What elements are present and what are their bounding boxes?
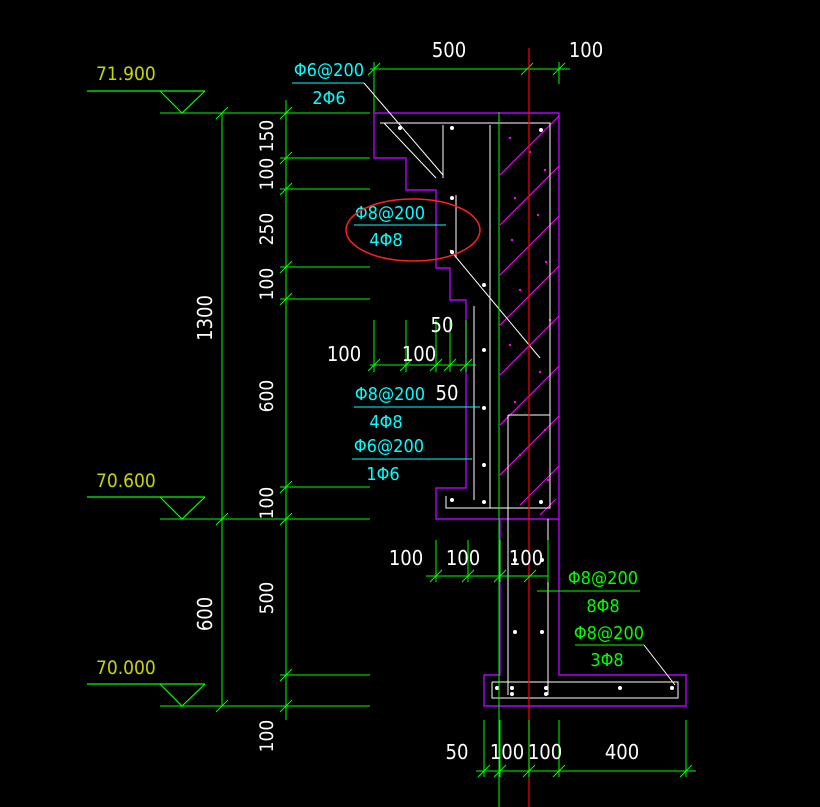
elevation-bottom-label: 70.000 — [96, 657, 156, 679]
rebar-note-5-bot: 8Φ8 — [586, 596, 619, 617]
elevation-marker-bottom — [87, 683, 206, 707]
dim-150: 150 — [256, 120, 278, 153]
rebar-note-3-bot: 4Φ8 — [369, 412, 402, 433]
dim-lower: 600 — [193, 597, 217, 631]
dim-100-a: 100 — [256, 158, 278, 191]
rebar-note-4-top: Φ6@200 — [354, 436, 424, 457]
dim-upper-total: 1300 — [193, 295, 217, 341]
rebar-note-3-top: Φ8@200 — [355, 384, 425, 405]
mid-dim-100-b: 100 — [402, 342, 436, 366]
dim-500: 500 — [256, 582, 278, 615]
bottom-dim-50: 50 — [446, 740, 469, 764]
lower-dim-100-b: 100 — [446, 546, 480, 570]
lower-dim-lines — [426, 540, 549, 583]
rebar-note-6: Φ8@200 3Φ8 — [574, 623, 676, 686]
rebar-note-2: Φ8@200 4Φ8 — [345, 198, 481, 262]
rebar-note-4: Φ6@200 1Φ6 — [352, 436, 472, 485]
top-dim-100: 100 — [569, 38, 603, 62]
rebar-note-1: Φ6@200 2Φ6 — [292, 60, 444, 176]
dim-250: 250 — [256, 213, 278, 246]
bottom-dim-400: 400 — [605, 740, 639, 764]
dim-600: 600 — [256, 380, 278, 413]
mid-dim-100-a: 100 — [327, 342, 361, 366]
rebar-note-6-bot: 3Φ8 — [590, 650, 623, 671]
elevation-marker-top — [87, 90, 206, 114]
rebar-note-4-bot: 1Φ6 — [366, 464, 399, 485]
rebar-note-3: Φ8@200 4Φ8 — [354, 384, 480, 433]
rebar-note-6-top: Φ8@200 — [574, 623, 644, 644]
lower-dim-100-c: 100 — [509, 546, 543, 570]
rebar-note-1-top: Φ6@200 — [294, 60, 364, 81]
rebar-note-1-bot: 2Φ6 — [312, 88, 345, 109]
highlight-circle — [345, 198, 481, 262]
rebar-note-5-top: Φ8@200 — [568, 568, 638, 589]
bottom-dim-100-b: 100 — [528, 740, 562, 764]
outer-vertical-dim-lines — [215, 106, 229, 713]
rebar-note-2-bot: 4Φ8 — [369, 230, 402, 251]
mid-dim-50-b: 50 — [436, 381, 459, 405]
rebar-note-5: Φ8@200 8Φ8 — [537, 568, 640, 617]
extension-lines — [160, 112, 370, 707]
dim-100-c: 100 — [256, 487, 278, 520]
inner-vertical-dim-lines — [279, 100, 293, 720]
elevation-top-label: 71.900 — [96, 63, 156, 85]
wall-outline — [373, 112, 687, 707]
rebar-note-2-top: Φ8@200 — [355, 203, 425, 224]
rebar-dots — [398, 126, 674, 696]
bottom-dim-100-a: 100 — [490, 740, 524, 764]
concrete-dots — [508, 136, 552, 482]
lower-dim-100-a: 100 — [389, 546, 423, 570]
top-dim-lines — [367, 62, 570, 118]
dim-100-d: 100 — [256, 720, 278, 753]
dim-100-b: 100 — [256, 268, 278, 301]
top-dim-500: 500 — [432, 38, 466, 62]
elevation-marker-mid — [87, 496, 206, 520]
mid-dim-50-a: 50 — [431, 313, 454, 337]
elevation-mid-label: 70.600 — [96, 470, 156, 492]
mid-dim-lines — [367, 320, 476, 372]
bottom-dim-lines — [476, 720, 696, 778]
